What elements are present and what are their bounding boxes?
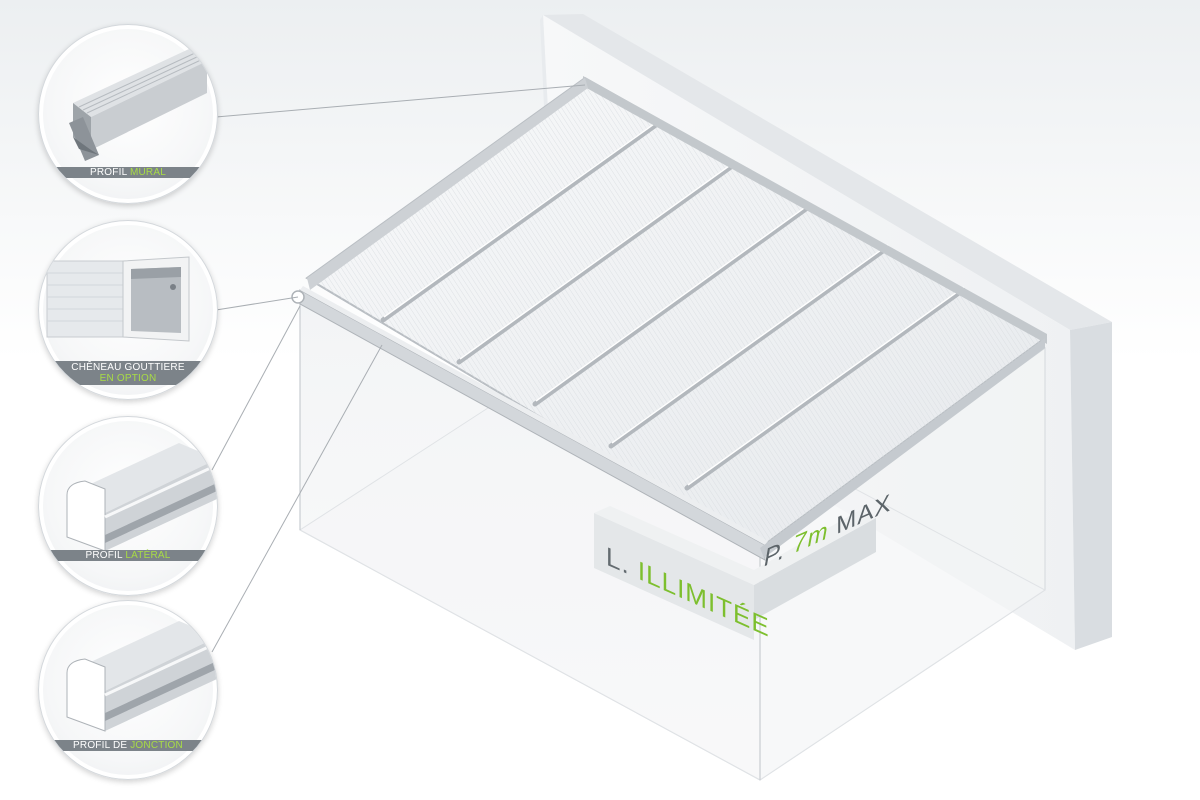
wall-profile-image (69, 49, 207, 161)
width-prefix: L. (606, 540, 630, 581)
label-profil-lateral: PROFIL LATÉRAL (39, 550, 217, 561)
leader-lines (211, 84, 586, 653)
dimension-tag-shapes (594, 506, 876, 640)
lateral-profile-image (66, 443, 217, 552)
label-profil-mural: PROFIL MURAL (39, 167, 217, 178)
junction-profile-image (66, 621, 217, 732)
depth-value: 7m (793, 516, 829, 560)
callout-cheneau-gouttiere: CHÊNEAU GOUTTIERE EN OPTION (38, 220, 218, 400)
label-profil-jonction: PROFIL DE JONCTION (39, 740, 217, 751)
gutter-image (46, 256, 190, 342)
callout-profil-mural: PROFIL MURAL (38, 24, 218, 204)
label-cheneau-gouttiere: CHÊNEAU GOUTTIERE EN OPTION (39, 361, 217, 385)
callout-profil-lateral: PROFIL LATÉRAL (38, 416, 218, 596)
roof (291, 76, 1047, 561)
callout-profil-jonction: PROFIL DE JONCTION (38, 600, 218, 780)
depth-prefix: P. (764, 535, 786, 573)
